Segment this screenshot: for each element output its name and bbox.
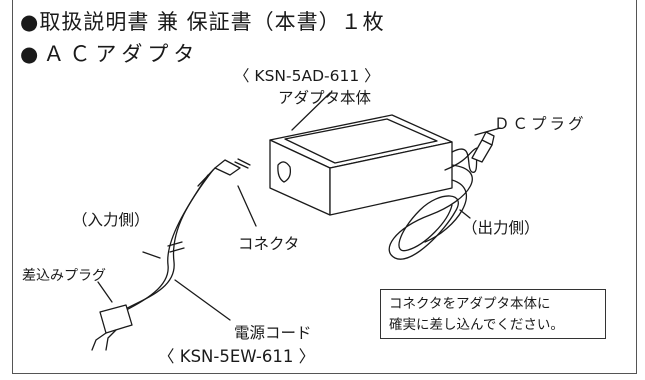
item-ac-adapter: ●ＡＣアダプタ	[20, 42, 200, 66]
note-line-1: コネクタをアダプタ本体に	[389, 296, 551, 312]
adapter-body-label: アダプタ本体	[278, 89, 372, 107]
output-leader	[459, 209, 471, 219]
connector-label: コネクタ	[238, 235, 300, 253]
dc-leader	[474, 127, 501, 136]
connection-note: コネクタをアダプタ本体に 確実に差し込んでください。	[380, 289, 606, 339]
input-side-label: （入力側）	[72, 211, 150, 229]
connector-icon	[214, 159, 241, 176]
note-line-2: 確実に差し込んでください。	[389, 317, 564, 333]
plug-leader	[97, 281, 113, 303]
cord-model-label: 〈 KSN-5EW-611 〉	[158, 347, 316, 366]
adapter-model-label: 〈 KSN-5AD-611 〉	[234, 67, 380, 85]
input-leader	[142, 251, 161, 259]
connector-leader	[237, 185, 257, 227]
cord-leader	[174, 279, 231, 321]
plug-label: 差込みプラグ	[22, 268, 106, 284]
power-cord-label: 電源コード	[234, 324, 312, 342]
adapter-body-icon	[269, 114, 453, 216]
dc-plug-icon	[471, 131, 495, 163]
item-manual: ●取扱説明書 兼 保証書（本書）１枚	[20, 10, 385, 34]
plug-icon	[91, 304, 133, 351]
dc-plug-label: ＤＣプラグ	[494, 115, 587, 133]
output-side-label: （出力側）	[462, 219, 540, 237]
page-frame	[12, 0, 637, 374]
body-leader	[291, 92, 331, 131]
